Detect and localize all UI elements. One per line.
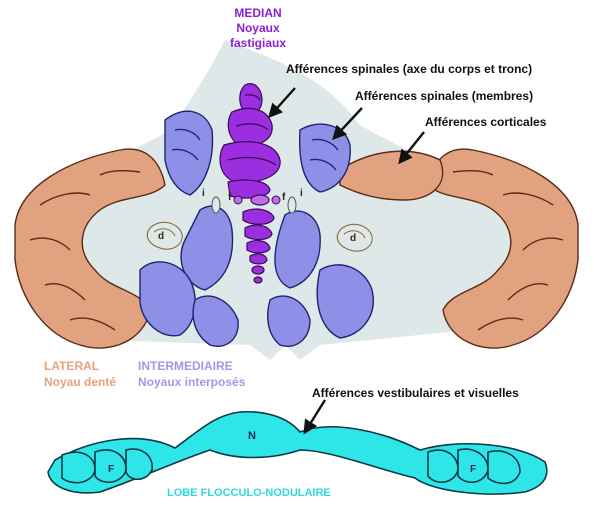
fastigial-nucleus-right bbox=[272, 196, 280, 204]
fastigial-nucleus-left bbox=[234, 196, 242, 204]
median-title: MEDIAN bbox=[208, 6, 308, 21]
fastigial-right-label: f bbox=[282, 192, 285, 203]
lobe-label: LOBE FLOCCULO-NODULAIRE bbox=[167, 487, 331, 499]
intermediate-title: INTERMEDIAIRE bbox=[138, 358, 245, 374]
nodulus-label: N bbox=[248, 430, 256, 442]
label-afferent-spinal-body: Afférences spinales (axe du corps et tro… bbox=[286, 62, 532, 76]
label-afferent-vestibular: Afférences vestibulaires et visuelles bbox=[312, 386, 519, 400]
flocculonodular-lobe bbox=[48, 412, 547, 494]
median-line1: Noyaux bbox=[208, 21, 308, 36]
label-afferent-spinal-limbs: Afférences spinales (membres) bbox=[355, 89, 533, 103]
flocculus-left-label: F bbox=[108, 464, 114, 475]
lateral-subtitle: Noyau denté bbox=[44, 374, 116, 390]
intermediate-label: INTERMEDIAIRE Noyaux interposés bbox=[138, 358, 245, 390]
dentate-right-label: d bbox=[350, 233, 356, 244]
interposed-nucleus-right bbox=[288, 197, 296, 213]
median-label: MEDIAN Noyaux fastigiaux bbox=[208, 6, 308, 51]
interposed-nucleus-left bbox=[212, 197, 220, 213]
fastigial-left-label: f bbox=[228, 192, 231, 203]
interposed-left-label: i bbox=[202, 188, 205, 199]
lateral-title: LATERAL bbox=[44, 358, 116, 374]
label-afferent-cortical: Afférences corticales bbox=[425, 115, 546, 129]
intermediate-subtitle: Noyaux interposés bbox=[138, 374, 245, 390]
lateral-label: LATERAL Noyau denté bbox=[44, 358, 116, 390]
median-line2: fastigiaux bbox=[208, 36, 308, 51]
dentate-left-label: d bbox=[158, 231, 164, 242]
interposed-right-label: i bbox=[300, 188, 303, 199]
flocculus-right-label: F bbox=[470, 464, 476, 475]
